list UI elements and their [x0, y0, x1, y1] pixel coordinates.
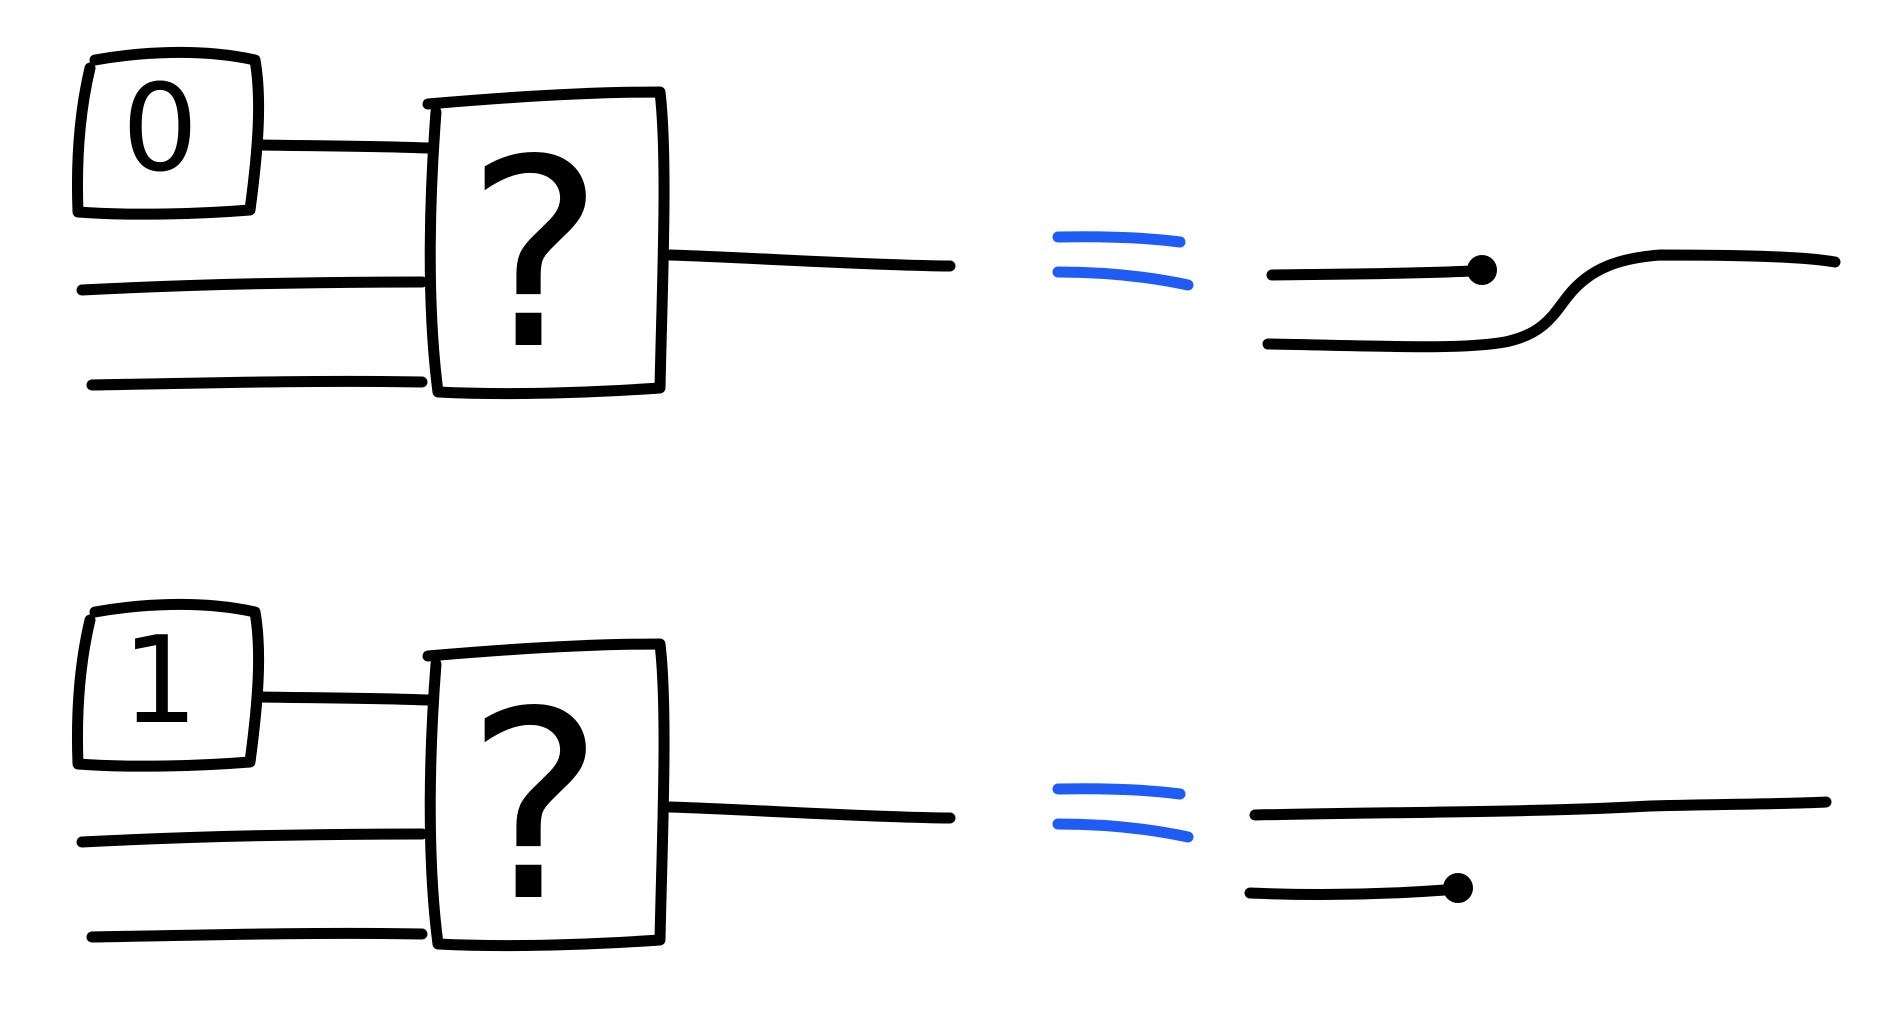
control-label: 0: [122, 60, 198, 199]
unknown-gate-box: [422, 638, 670, 952]
result-terminal-dot: [1467, 255, 1497, 285]
panel-control-0: 0 ? =: [72, 46, 1841, 407]
input-wire-2: [86, 375, 428, 391]
output-wire: [664, 249, 956, 272]
unknown-gate-symbol: ?: [466, 105, 604, 407]
svg-text:=: =: [1120, 851, 1121, 853]
result-lower-wire: [1244, 884, 1451, 900]
svg-text:=: =: [1120, 299, 1121, 301]
result-terminal-dot: [1443, 873, 1473, 903]
equals-sign: =: [1052, 231, 1194, 301]
input-wire-1: [76, 828, 428, 848]
input-wire-2: [86, 927, 428, 943]
control-box: [72, 598, 265, 772]
control-wire: [256, 691, 434, 706]
unknown-gate-symbol: ?: [466, 657, 604, 959]
input-wire-1: [76, 276, 428, 296]
result-lower-wire: [1262, 249, 1841, 353]
result-upper-wire: [1266, 265, 1476, 281]
control-label: 1: [122, 612, 198, 751]
control-box: [72, 46, 265, 220]
result-upper-wire: [1249, 796, 1832, 821]
unknown-gate-box: [422, 86, 670, 400]
output-wire: [664, 801, 956, 824]
control-wire: [256, 139, 434, 154]
panel-control-1: 1 ? =: [72, 598, 1832, 959]
equals-sign: =: [1052, 783, 1194, 853]
